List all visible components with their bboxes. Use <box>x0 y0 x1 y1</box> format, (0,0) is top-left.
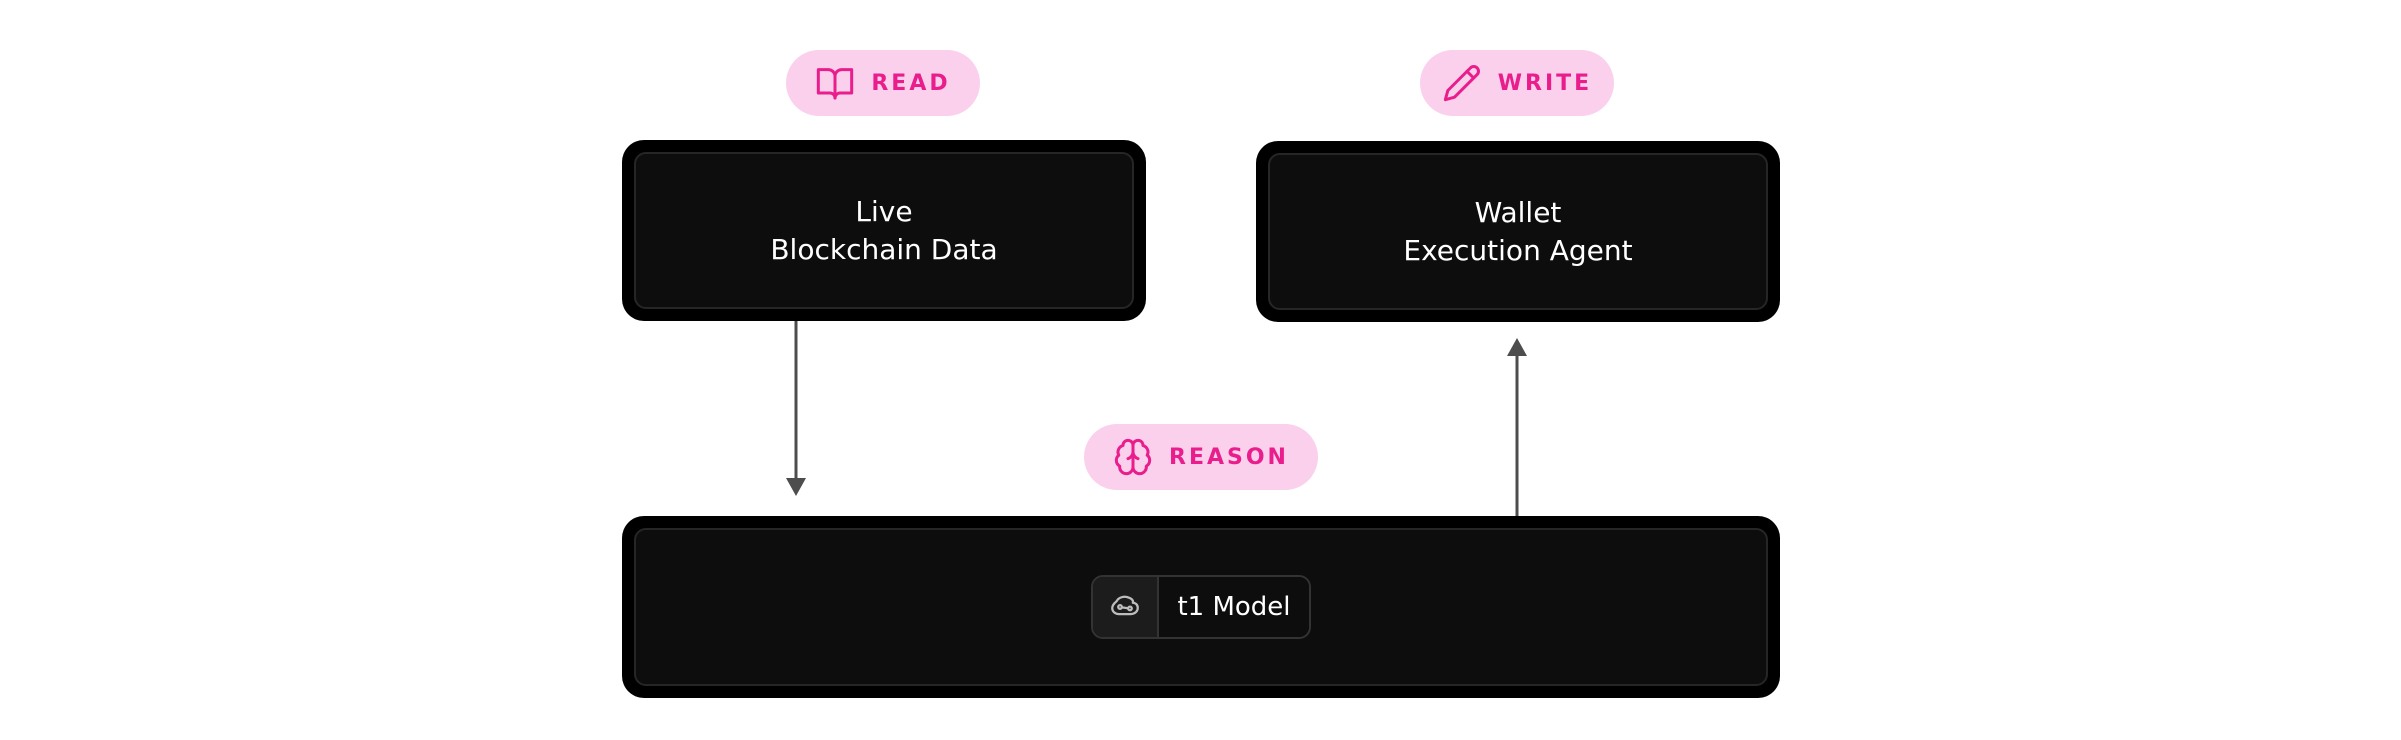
read-label: READ <box>871 70 951 96</box>
model-label: t1 Model <box>1159 577 1309 637</box>
read-pill: READ <box>786 50 980 116</box>
model-icon <box>1093 577 1160 637</box>
brain-icon <box>1113 437 1153 477</box>
arrow-data-to-model <box>786 320 806 496</box>
model-box-inner: t1 Model <box>634 528 1768 686</box>
model-chip: t1 Model <box>1091 575 1311 639</box>
reason-pill: REASON <box>1084 424 1318 490</box>
book-open-icon <box>815 63 855 103</box>
blockchain-data-line1: Live <box>855 194 913 228</box>
execution-agent-box: Wallet Execution Agent <box>1256 141 1780 322</box>
pencil-icon <box>1442 63 1482 103</box>
execution-agent-line1: Wallet <box>1474 195 1562 229</box>
execution-agent-line2: Execution Agent <box>1403 233 1633 267</box>
blockchain-data-line2: Blockchain Data <box>770 232 998 266</box>
write-label: WRITE <box>1497 70 1593 96</box>
arrow-model-to-agent <box>1507 338 1527 518</box>
execution-agent-box-inner: Wallet Execution Agent <box>1268 153 1768 310</box>
model-box: t1 Model <box>622 516 1780 698</box>
blockchain-data-box-inner: Live Blockchain Data <box>634 152 1134 309</box>
reason-label: REASON <box>1169 444 1289 470</box>
write-pill: WRITE <box>1420 50 1614 116</box>
blockchain-data-box: Live Blockchain Data <box>622 140 1146 321</box>
